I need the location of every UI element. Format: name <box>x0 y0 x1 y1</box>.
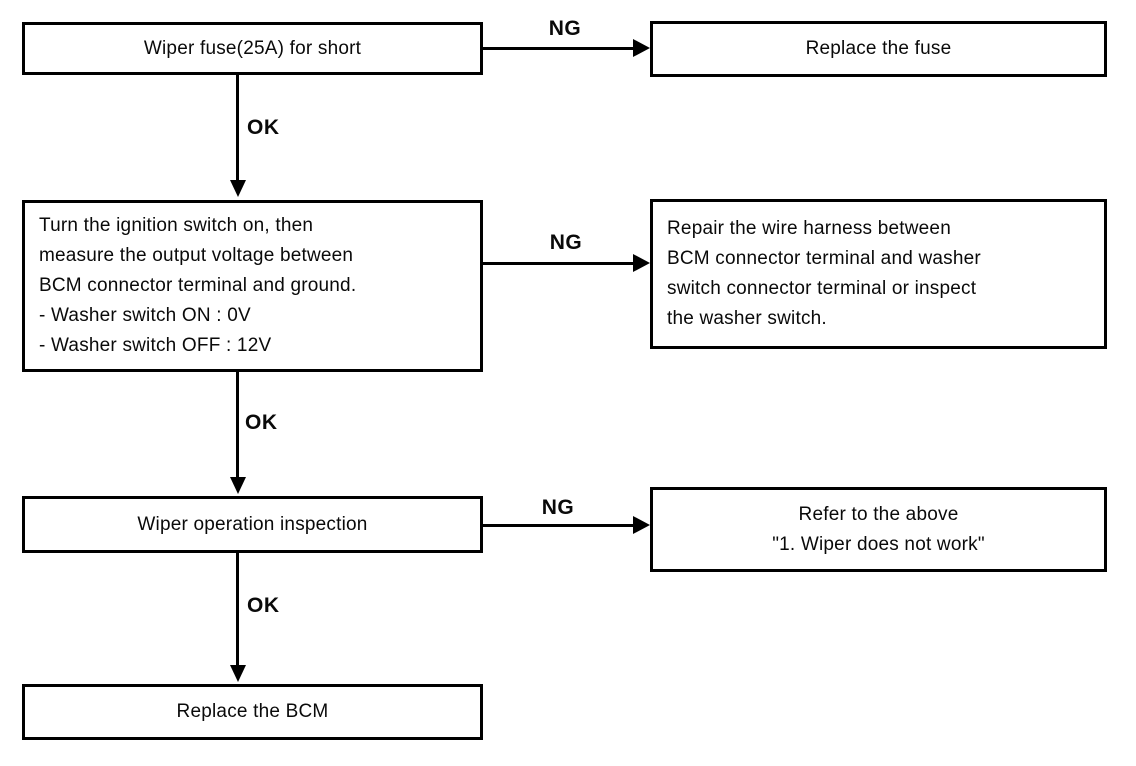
node-wiper-inspection-label: Wiper operation inspection <box>137 513 368 535</box>
node-repair-harness-line: BCM connector terminal and washer <box>667 248 981 269</box>
ok-connector-line-3 <box>236 553 239 665</box>
node-measure-voltage: Turn the ignition switch on, then measur… <box>22 200 483 372</box>
edge-label-ok-2: OK <box>245 411 278 434</box>
ng-connector-line-2 <box>483 262 634 265</box>
node-repair-harness-line: switch connector terminal or inspect <box>667 278 977 299</box>
node-replace-fuse: Replace the fuse <box>650 21 1107 77</box>
edge-label-ng-1: NG <box>548 17 582 40</box>
node-measure-voltage-line: - Washer switch ON : 0V <box>39 305 251 326</box>
edge-label-ok-1: OK <box>247 116 280 139</box>
edge-label-ng-3: NG <box>541 496 575 519</box>
ok-connector-line-1 <box>236 75 239 182</box>
node-replace-bcm-label: Replace the BCM <box>176 701 329 722</box>
node-measure-voltage-line: Turn the ignition switch on, then <box>39 215 314 236</box>
node-measure-voltage-line: BCM connector terminal and ground. <box>39 275 357 296</box>
arrow-right-icon <box>633 516 650 534</box>
node-refer-above: Refer to the above "1. Wiper does not wo… <box>650 487 1107 572</box>
node-check-fuse-label: Wiper fuse(25A) for short <box>143 37 362 59</box>
ok-connector-line-2 <box>236 372 239 477</box>
ng-connector-line-3 <box>483 524 634 527</box>
edge-label-ok-3: OK <box>247 594 280 617</box>
node-measure-voltage-line: measure the output voltage between <box>39 245 354 266</box>
node-check-fuse: Wiper fuse(25A) for short <box>22 22 483 75</box>
arrow-down-icon <box>230 477 246 494</box>
arrow-down-icon <box>230 180 246 197</box>
node-repair-harness-line: the washer switch. <box>667 308 827 329</box>
edge-label-ng-2: NG <box>549 231 583 254</box>
arrow-right-icon <box>633 39 650 57</box>
node-wiper-inspection: Wiper operation inspection <box>22 496 483 553</box>
node-refer-above-line: "1. Wiper does not work" <box>772 533 985 555</box>
node-replace-bcm: Replace the BCM <box>22 684 483 740</box>
node-measure-voltage-line: - Washer switch OFF : 12V <box>39 335 272 356</box>
node-repair-harness: Repair the wire harness between BCM conn… <box>650 199 1107 349</box>
node-refer-above-line: Refer to the above <box>798 503 959 525</box>
arrow-down-icon <box>230 665 246 682</box>
node-repair-harness-line: Repair the wire harness between <box>667 218 951 239</box>
ng-connector-line-1 <box>483 47 634 50</box>
node-replace-fuse-label: Replace the fuse <box>805 38 952 59</box>
arrow-right-icon <box>633 254 650 272</box>
